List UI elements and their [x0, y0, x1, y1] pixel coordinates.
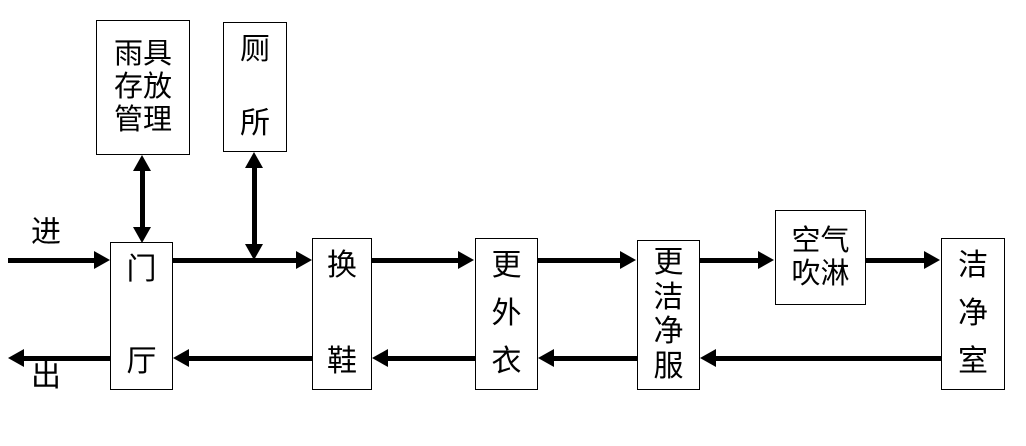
node-char: 理	[143, 104, 173, 136]
node-char: 洁	[653, 280, 684, 314]
node-char: 换	[327, 249, 357, 282]
node-entrance-hall[interactable]: 门 厅	[110, 242, 173, 390]
connector-air-shower-to-cleanroom-arrowhead	[924, 251, 940, 269]
node-text-row: 吹 淋	[778, 257, 863, 290]
connector-cleanroom-suit-to-air-shower-arrowhead	[758, 251, 774, 269]
node-char: 雨	[113, 38, 143, 70]
node-char: 净	[958, 297, 988, 330]
node-change-cleanroom-suit[interactable]: 更 洁 净 服	[637, 240, 700, 390]
node-char: 厅	[126, 345, 157, 378]
node-char: 衣	[491, 345, 522, 378]
node-char: 更	[491, 249, 522, 282]
node-char: 洁	[958, 249, 988, 282]
connector-outerwear-to-cleanroom-suit-line	[538, 258, 621, 263]
node-char: 鞋	[327, 345, 357, 378]
node-char: 更	[653, 246, 684, 279]
connector-hall-to-exit-line	[24, 356, 110, 361]
connector-cleanroom-suit-to-air-shower-line	[700, 258, 759, 263]
node-char: 吹	[791, 257, 821, 290]
connector-outerwear-to-cleanroom-suit-arrowhead	[620, 251, 636, 269]
connector-cleanroom-to-cleanroom-suit-line	[716, 356, 941, 361]
connector-hall-to-exit-arrowhead	[8, 349, 24, 367]
node-char: 具	[143, 38, 173, 70]
node-char: 所	[240, 107, 270, 140]
connector-change-shoes-to-hall-line	[189, 356, 312, 361]
node-rain-gear-storage[interactable]: 雨 具 存 放 管 理	[96, 20, 190, 155]
connector-hall-rain-gear-arrowhead-down	[133, 227, 151, 243]
connector-corridor-toilet-arrowhead-up	[245, 152, 263, 168]
node-char: 门	[126, 253, 157, 286]
connector-corridor-toilet-line	[252, 166, 257, 246]
connector-change-shoes-to-outerwear-arrowhead	[458, 251, 474, 269]
connector-outerwear-to-change-shoes-arrowhead	[372, 349, 388, 367]
label-entry: 进	[31, 216, 61, 249]
node-char: 淋	[820, 257, 850, 290]
node-toilet[interactable]: 厕 所	[223, 22, 287, 152]
node-change-shoes[interactable]: 换 鞋	[312, 238, 372, 390]
node-char: 净	[653, 315, 684, 349]
connector-cleanroom-suit-to-outerwear-line	[554, 356, 637, 361]
connector-cleanroom-to-cleanroom-suit-arrowhead	[700, 349, 716, 367]
node-text-row: 存 放	[99, 73, 187, 102]
connector-hall-to-change-shoes-line	[173, 258, 297, 263]
connector-air-shower-to-cleanroom-line	[866, 258, 925, 263]
node-air-shower[interactable]: 空 气 吹 淋	[775, 210, 866, 305]
connector-hall-rain-gear-arrowhead-up	[133, 155, 151, 171]
connector-change-shoes-to-outerwear-line	[372, 258, 459, 263]
node-char: 空	[791, 224, 821, 257]
connector-cleanroom-suit-to-outerwear-arrowhead	[538, 349, 554, 367]
node-char: 放	[143, 71, 173, 103]
connector-entry-to-hall-arrowhead	[94, 251, 110, 269]
connector-change-shoes-to-hall-arrowhead	[173, 349, 189, 367]
node-change-outerwear[interactable]: 更 外 衣	[475, 238, 538, 390]
node-text-row: 空 气	[778, 224, 863, 257]
connector-entry-to-hall-line	[8, 258, 94, 263]
node-char: 气	[820, 224, 850, 257]
connector-hall-rain-gear-line	[140, 169, 145, 229]
label-exit: 出	[31, 360, 61, 393]
node-char: 存	[113, 71, 143, 103]
node-char: 外	[491, 297, 522, 330]
connector-hall-to-change-shoes-arrowhead	[296, 251, 312, 269]
node-text-row: 管 理	[99, 106, 187, 135]
node-char: 服	[653, 349, 684, 383]
node-char: 厕	[240, 33, 270, 66]
connector-corridor-toilet-arrowhead-down	[245, 244, 263, 260]
node-text-row: 雨 具	[99, 40, 187, 69]
node-char: 室	[958, 345, 988, 378]
node-cleanroom[interactable]: 洁 净 室	[941, 238, 1005, 390]
connector-outerwear-to-change-shoes-line	[388, 356, 475, 361]
node-char: 管	[113, 104, 143, 136]
